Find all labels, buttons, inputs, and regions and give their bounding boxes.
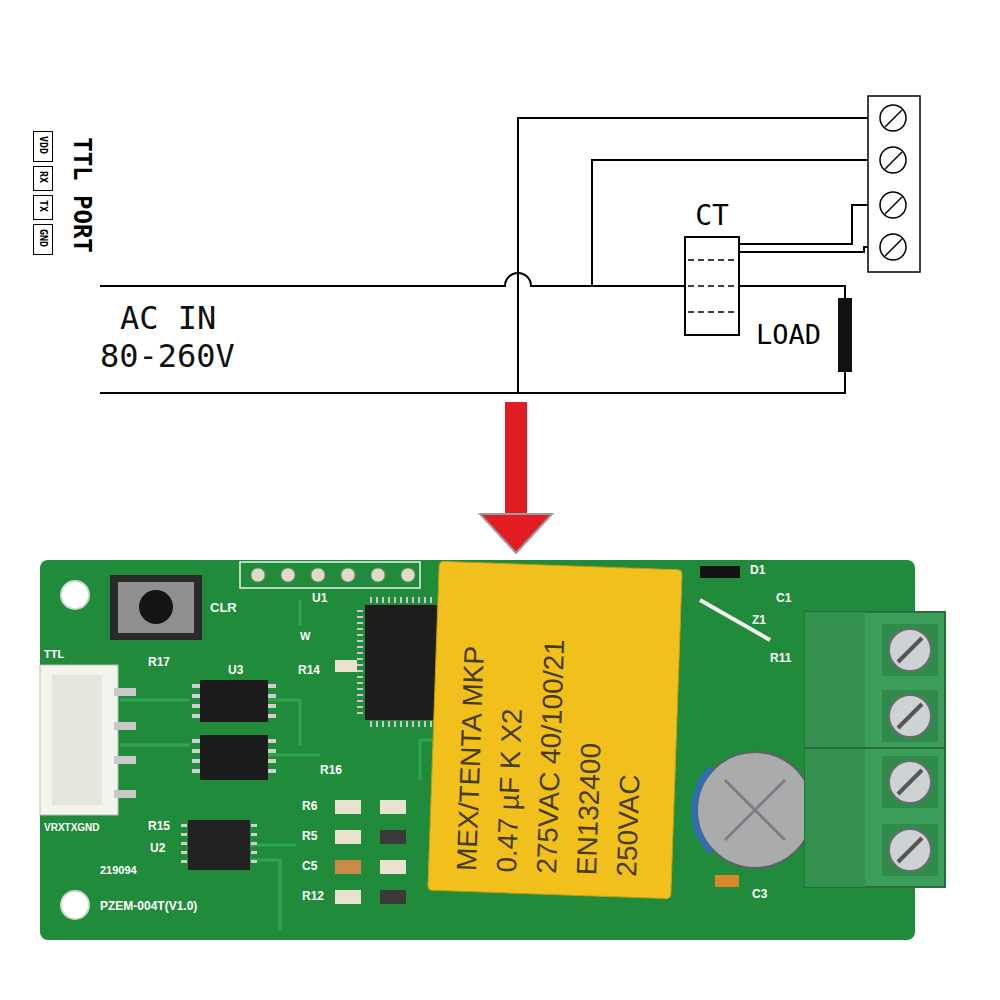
silkscreen-label: U1 xyxy=(312,592,327,606)
node-label: CT xyxy=(684,198,740,236)
ct-core-lines xyxy=(686,238,738,334)
label-anchor: VRXTXGND xyxy=(44,822,100,834)
label-anchor: AC IN xyxy=(120,300,216,337)
load-resistor: LOAD xyxy=(752,298,852,372)
pin-name: TX xyxy=(36,200,50,215)
ac-neutral-wire xyxy=(100,372,845,393)
pin-box: RX xyxy=(33,166,53,191)
x2-capacitor: MEX/TENTA MKP0.47 µF K X2275VAC 40/100/2… xyxy=(427,561,682,899)
voltage-wire xyxy=(518,118,880,393)
load-body xyxy=(838,298,852,372)
label-anchor: R6 xyxy=(302,800,317,814)
silkscreen-label: U3 xyxy=(228,664,243,678)
label-anchor: R15 xyxy=(148,820,170,834)
ct-dash xyxy=(688,259,736,261)
silkscreen-label: R17 xyxy=(148,656,170,670)
silkscreen-label: C1 xyxy=(776,592,791,606)
label-anchor: Z1 xyxy=(752,614,766,628)
silkscreen-label: VRXTXGND xyxy=(44,822,100,834)
silkscreen-label: 219094 xyxy=(100,864,137,877)
label-anchor: R14 xyxy=(298,664,320,678)
capacitor-marking: EN132400 xyxy=(567,587,617,876)
node-label: LOAD xyxy=(752,319,821,351)
silkscreen-label: R11 xyxy=(770,652,791,666)
capacitor-marking: 250VAC xyxy=(607,588,657,877)
label-anchor: U3 xyxy=(228,664,243,678)
silkscreen-label: C3 xyxy=(752,888,767,902)
label-anchor: PZEM-004T(V1.0) xyxy=(100,900,197,914)
label-anchor: R12 xyxy=(302,890,324,904)
label-anchor: C5 xyxy=(302,860,317,874)
label-anchor: R11 xyxy=(770,652,791,666)
pin-box: VDD xyxy=(33,131,53,162)
label-anchor: 219094 xyxy=(100,864,137,877)
silkscreen-label: PZEM-004T(V1.0) xyxy=(100,900,197,914)
ac-live-wire xyxy=(100,273,684,286)
pin-name: RX xyxy=(36,171,50,186)
label-anchor: C3 xyxy=(752,888,767,902)
silkscreen-label: R12 xyxy=(302,890,324,904)
label-anchor: U2 xyxy=(150,842,165,856)
pin-name: GND xyxy=(36,229,50,250)
ct-dash xyxy=(688,311,736,313)
silkscreen-label: D1 xyxy=(750,564,765,578)
label-anchor: D1 xyxy=(750,564,765,578)
pin-box: GND xyxy=(33,224,53,255)
label-anchor: W xyxy=(300,630,310,643)
silkscreen-label: R14 xyxy=(298,664,320,678)
capacitor-marking: 275VAC 40/100/21 xyxy=(527,585,577,874)
label-anchor: R16 xyxy=(320,764,342,778)
terminal-block-symbol xyxy=(868,96,920,272)
silkscreen-label: R15 xyxy=(148,820,170,834)
silkscreen-label: R16 xyxy=(320,764,342,778)
red-arrow xyxy=(480,402,552,553)
silkscreen-label: R6 xyxy=(302,800,317,814)
silkscreen-label: TTL xyxy=(44,648,64,661)
wire-connector xyxy=(740,286,845,298)
silkscreen-label: C5 xyxy=(302,860,317,874)
current-transformer: CT xyxy=(684,198,740,336)
silkscreen-label: U2 xyxy=(150,842,165,856)
ct-core xyxy=(684,236,740,336)
silkscreen-label: R5 xyxy=(302,830,317,844)
supply-label: 80-260V xyxy=(100,338,235,375)
label-anchor: CLR xyxy=(210,601,237,616)
node-label: TTL PORT xyxy=(67,125,97,265)
silkscreen-label: CLR xyxy=(210,601,237,616)
label-anchor: R17 xyxy=(148,656,170,670)
silkscreen-label: Z1 xyxy=(752,614,766,628)
label-anchor: 80-260V xyxy=(100,338,235,375)
pcb-board xyxy=(40,560,945,940)
pin-box: TX xyxy=(33,195,53,220)
label-anchor: R5 xyxy=(302,830,317,844)
label-anchor: U1 xyxy=(312,592,327,606)
ct-wire xyxy=(740,247,880,252)
pin-name: VDD xyxy=(36,136,50,157)
label-anchor: C1 xyxy=(776,592,791,606)
capacitor-marking: MEX/TENTA MKP xyxy=(447,582,497,871)
ttl-port: TTL PORT VDD RX TX GND xyxy=(27,125,97,265)
ct-dash xyxy=(688,285,736,287)
capacitor-marking: 0.47 µF K X2 xyxy=(487,584,537,873)
label-anchor: TTL xyxy=(44,648,64,661)
ct-wire xyxy=(740,205,880,244)
supply-label: AC IN xyxy=(120,300,216,337)
wiring-diagram xyxy=(100,118,880,393)
silkscreen-label: W xyxy=(300,630,310,643)
